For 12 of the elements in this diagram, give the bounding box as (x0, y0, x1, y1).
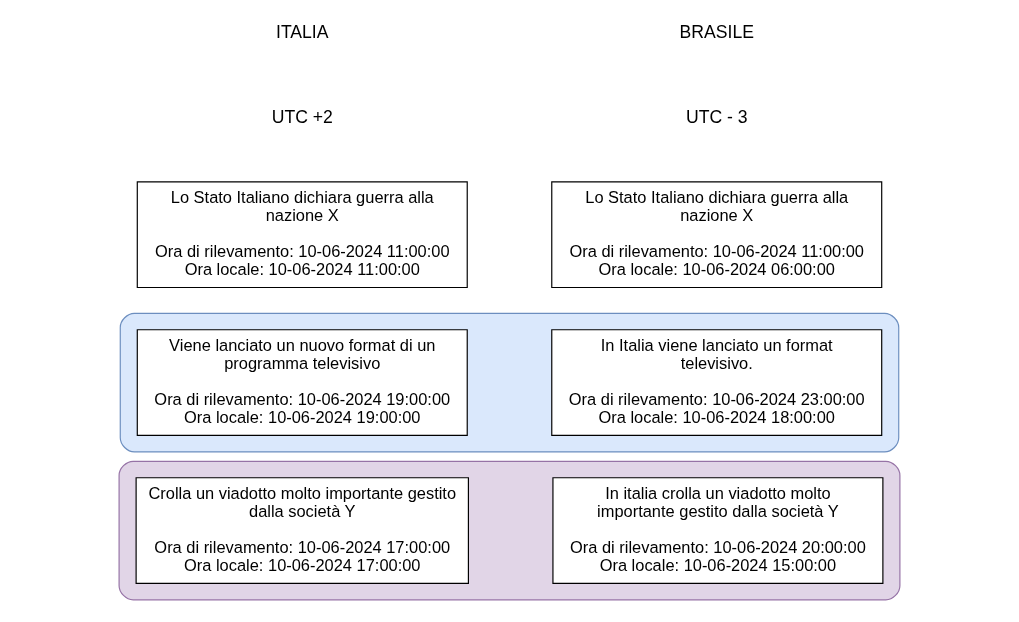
label: BRASILE (679, 22, 754, 43)
node-box: Lo Stato Italiano dichiara guerra alla nazione X Ora di rilevamento: 10-06-2024 11:00:00 Ora locale: 10-06-2024 11:00:00 (136, 181, 468, 289)
node-box: Crolla un viadotto molto importante gestito dalla società Y Ora di rilevamento: 10-06-2024 17:00:00 Ora locale: 10-06-2024 17:00:00 (135, 477, 469, 584)
label: UTC +2 (271, 106, 333, 127)
label: ITALIA (275, 22, 329, 43)
node-box: Viene lanciato un nuovo format di un programma televisivo Ora di rilevamento: 10-06-2024 19:00:00 Ora locale: 10-06-2024 19:00:00 (136, 329, 468, 437)
node-box: In italia crolla un viadotto molto importante gestito dalla società Y Ora di rilevamento: 10-06-2024 20:00:00 Ora locale: 10-06-2024 15:00:00 (552, 477, 884, 584)
cluster (119, 312, 900, 453)
node-box: In Italia viene lanciato un format televisivo. Ora di rilevamento: 10-06-2024 23:00:00 Ora locale: 10-06-2024 18:00:00 (551, 329, 883, 437)
node-box: Lo Stato Italiano dichiara guerra alla nazione X Ora di rilevamento: 10-06-2024 11:00:00 Ora locale: 10-06-2024 06:00:00 (551, 181, 883, 289)
cluster (118, 460, 901, 601)
label: UTC - 3 (685, 106, 748, 127)
